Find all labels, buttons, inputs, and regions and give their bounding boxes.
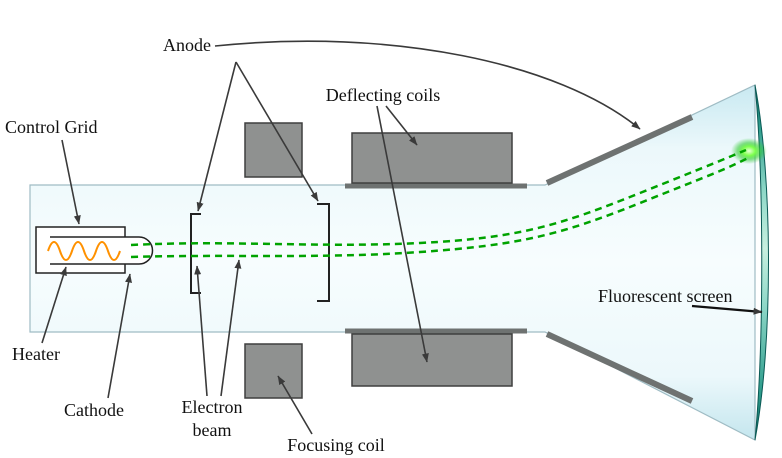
arrow-electron-beam-right <box>220 259 242 397</box>
anode-plate-right <box>317 203 330 302</box>
arrow-heater <box>41 266 67 344</box>
electron-beam-upper <box>130 148 747 247</box>
label-deflecting-coils: Deflecting coils <box>326 85 440 105</box>
fluorescent-screen-face <box>754 84 769 441</box>
label-cathode: Cathode <box>64 400 124 420</box>
label-fluorescent-screen: Fluorescent screen <box>598 286 732 306</box>
focusing-coil-lower <box>244 343 303 399</box>
label-control-grid: Control Grid <box>5 117 98 137</box>
heater-filament-wave <box>47 241 121 261</box>
deflecting-coil-upper <box>351 132 513 184</box>
anode-coating-top <box>545 114 694 186</box>
arrow-electron-beam-left <box>194 265 208 397</box>
arrow-focusing-coil <box>277 375 313 435</box>
anode-coating-bottom <box>545 331 694 404</box>
label-electron-beam-line1: Electron <box>182 397 243 417</box>
electron-beam-lower <box>130 156 749 259</box>
arrow-anode-left-plate <box>196 61 237 212</box>
arrow-deflecting-coil-upper <box>385 105 418 146</box>
arrow-control-grid <box>61 139 81 225</box>
label-heater: Heater <box>12 344 60 364</box>
arrow-anode-right-plate <box>235 61 319 202</box>
arrow-anode-coating <box>214 40 641 130</box>
arrow-deflecting-coil-lower <box>376 105 429 363</box>
focusing-coil-upper <box>244 122 303 178</box>
anode-plate-left <box>190 213 201 294</box>
label-anode: Anode <box>163 35 211 55</box>
arrow-cathode <box>107 273 132 399</box>
beam-spot-glow <box>731 138 767 164</box>
deflecting-coil-lower <box>351 333 513 387</box>
label-electron-beam-line2: beam <box>193 420 232 440</box>
arrow-fluorescent-screen <box>691 304 763 315</box>
label-focusing-coil: Focusing coil <box>287 435 385 455</box>
